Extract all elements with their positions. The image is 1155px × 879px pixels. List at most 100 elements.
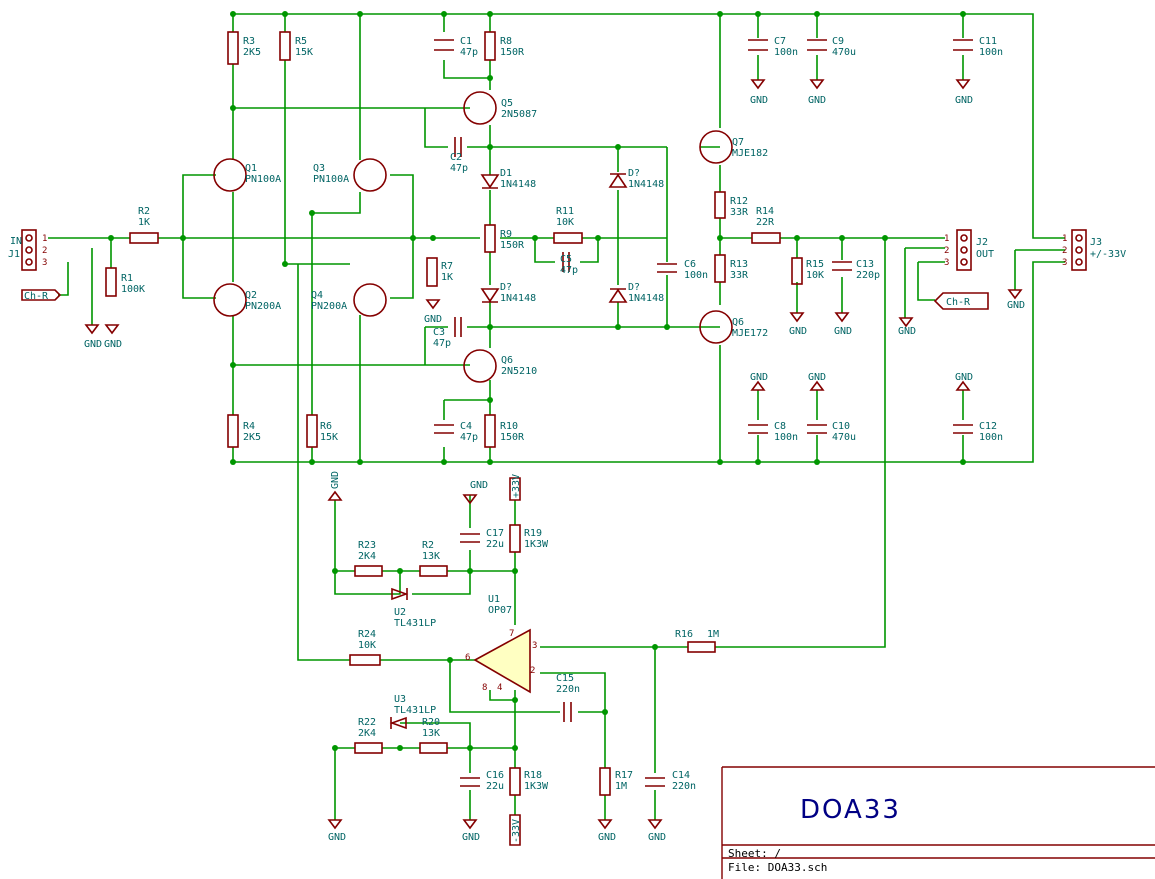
- gnd-label: GND: [462, 832, 480, 843]
- pin-number: 3: [42, 258, 47, 268]
- component-ref: C14: [672, 770, 690, 781]
- component-ref: C10: [832, 421, 850, 432]
- component-ref: D?: [500, 282, 512, 293]
- pin-number: 3: [1062, 258, 1067, 268]
- component-ref: C6: [684, 259, 696, 270]
- component-value: OP07: [488, 605, 512, 616]
- component-value: 10K: [358, 640, 376, 651]
- component-ref: D1: [500, 168, 512, 179]
- component-value: 2N5087: [501, 109, 537, 120]
- resistor-bodies: [105, 31, 803, 796]
- component-ref: Q7: [732, 137, 744, 148]
- component-ref: Q4: [311, 290, 323, 301]
- gnd-label: GND: [898, 326, 916, 337]
- component-value: 22u: [486, 539, 504, 550]
- gnd-label: GND: [789, 326, 807, 337]
- component-ref: D?: [628, 282, 640, 293]
- pin-number: 6: [465, 653, 470, 663]
- gnd-label: GND: [955, 372, 973, 383]
- component-value: 150R: [500, 240, 525, 251]
- component-ref: C13: [856, 259, 874, 270]
- connector-ref: J2: [976, 237, 988, 248]
- component-value: 470u: [832, 47, 856, 58]
- gnd-label: GND: [808, 372, 826, 383]
- component-value: 10K: [556, 217, 574, 228]
- component-value: 100K: [121, 284, 145, 295]
- title-text: DOA33: [800, 795, 901, 825]
- component-labels: R32K5R515KC147pR8150RC7100nC9470uC11100n…: [8, 36, 1126, 792]
- component-ref: R18: [524, 770, 542, 781]
- opamp-body: [473, 628, 531, 694]
- connector-bodies: [21, 229, 1087, 271]
- component-ref: R9: [500, 229, 512, 240]
- component-ref: R14: [756, 206, 774, 217]
- component-value: 33R: [730, 270, 749, 281]
- component-ref: R5: [295, 36, 307, 47]
- gnd-label: GND: [598, 832, 616, 843]
- component-ref: C12: [979, 421, 997, 432]
- component-value: 15K: [295, 47, 313, 58]
- component-value: 47p: [560, 265, 578, 276]
- net-label-plus33: +33V: [511, 474, 522, 498]
- pin-number: 8: [482, 683, 487, 693]
- component-value: PN200A: [245, 301, 281, 312]
- component-ref: Q2: [245, 290, 257, 301]
- connector-ref: J1: [8, 249, 20, 260]
- component-value: 1N4148: [628, 179, 664, 190]
- component-value: 2K5: [243, 47, 261, 58]
- pin-number: 3: [944, 258, 949, 268]
- component-value: TL431LP: [394, 618, 436, 629]
- component-value: 47p: [460, 47, 478, 58]
- component-ref: Q3: [313, 163, 325, 174]
- component-value: 1K: [138, 217, 150, 228]
- gnd-label: GND: [648, 832, 666, 843]
- component-value: 2K4: [358, 728, 376, 739]
- net-label-ch-r: Ch-R: [24, 291, 49, 302]
- component-ref: R11: [556, 206, 574, 217]
- component-value: 1N4148: [500, 179, 536, 190]
- pin-number: 4: [497, 683, 502, 693]
- component-ref: R24: [358, 629, 376, 640]
- component-ref: R8: [500, 36, 512, 47]
- component-ref: Q5: [501, 98, 513, 109]
- component-value: 22R: [756, 217, 775, 228]
- component-value: 100n: [774, 432, 798, 443]
- title-block-frame: [721, 766, 1155, 879]
- pin-number: 2: [42, 246, 47, 256]
- component-value: 47p: [433, 338, 451, 349]
- wires: [48, 13, 1065, 820]
- component-ref: R2: [422, 540, 434, 551]
- component-value: 100n: [684, 270, 708, 281]
- component-ref: R12: [730, 196, 748, 207]
- connector-name: IN: [10, 236, 22, 247]
- component-ref: Q6: [501, 355, 513, 366]
- pin-number: 2: [944, 246, 949, 256]
- component-ref: R3: [243, 36, 255, 47]
- component-ref: U1: [488, 594, 500, 605]
- net-label-ch-r: Ch-R: [946, 297, 971, 308]
- component-value: 100n: [979, 432, 1003, 443]
- component-value: 220n: [556, 684, 580, 695]
- component-ref: R23: [358, 540, 376, 551]
- gnd-label: GND: [470, 480, 488, 491]
- component-ref: R17: [615, 770, 633, 781]
- component-value: 2N5210: [501, 366, 537, 377]
- gnd-label: GND: [328, 832, 346, 843]
- component-ref: C2: [450, 152, 462, 163]
- component-ref: R10: [500, 421, 518, 432]
- component-value: 1M: [615, 781, 627, 792]
- component-value: 2K5: [243, 432, 261, 443]
- sheet-text: Sheet: /: [728, 847, 781, 860]
- file-text: File: DOA33.sch: [728, 861, 827, 874]
- gnd-label: GND: [750, 372, 768, 383]
- transistor-bodies: [213, 91, 733, 383]
- diode-bodies: [389, 173, 628, 730]
- component-value: PN200A: [311, 301, 347, 312]
- component-value: 10K: [806, 270, 824, 281]
- component-ref: U2: [394, 607, 406, 618]
- junctions: [108, 11, 966, 751]
- component-ref: C5: [560, 254, 572, 265]
- component-ref: R19: [524, 528, 542, 539]
- component-value: 1N4148: [500, 293, 536, 304]
